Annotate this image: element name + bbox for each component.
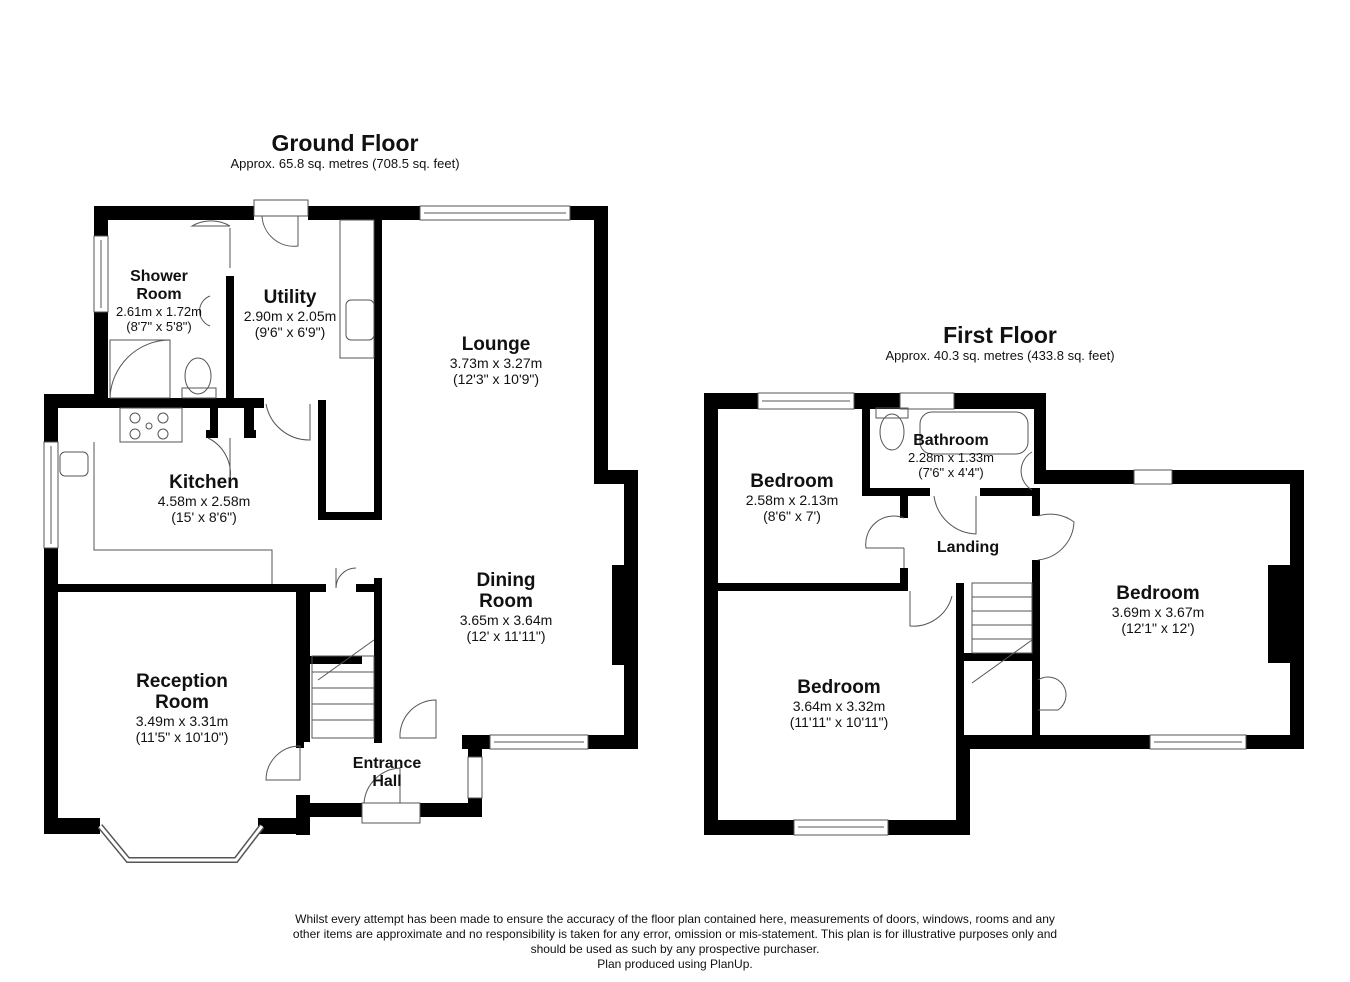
room-entrance-hall: Entrance Hall [353,755,421,791]
room-name: Lounge [461,334,531,355]
room-name: Landing [936,539,1000,556]
ground-floor-walls [44,206,638,835]
ground-floor-heading: Ground Floor Approx. 65.8 sq. metres (70… [200,130,490,172]
room-name: Kitchen [169,472,239,493]
room-reception-room: Reception Room 3.49m x 3.31m (11'5" x 10… [136,671,229,745]
room-dimensions-imperial: (15' x 8'6") [171,509,237,525]
room-lounge: Lounge 3.73m x 3.27m (12'3" x 10'9") [450,334,543,387]
room-dimensions-metric: 2.28m x 1.33m [908,450,994,465]
first-floor-heading: First Floor Approx. 40.3 sq. metres (433… [855,322,1145,364]
disclaimer-line: Whilst every attempt has been made to en… [295,912,1055,926]
disclaimer-line: should be used as such by any prospectiv… [530,942,820,956]
first-floor-area: Approx. 40.3 sq. metres (433.8 sq. feet) [885,348,1115,363]
room-name: Bedroom [750,471,834,492]
room-dimensions-metric: 3.49m x 3.31m [135,713,229,729]
room-landing: Landing [937,539,999,557]
first-floor-fixtures [875,407,1033,684]
room-utility: Utility 2.90m x 2.05m (9'6" x 6'9") [244,287,337,340]
room-name: Shower [130,268,188,285]
room-name: Bedroom [797,677,881,698]
room-name: Room [136,286,182,303]
room-name: Dining [476,570,536,591]
room-dimensions-metric: 2.58m x 2.13m [745,492,839,508]
room-dimensions-metric: 3.65m x 3.64m [459,612,553,628]
room-dimensions-imperial: (8'6" x 7') [763,508,821,524]
ground-floor-area: Approx. 65.8 sq. metres (708.5 sq. feet) [230,156,460,171]
room-dimensions-imperial: (9'6" x 6'9") [254,324,326,340]
disclaimer: Whilst every attempt has been made to en… [230,912,1120,972]
first-floor-title: First Floor [943,322,1057,348]
room-dimensions-metric: 2.90m x 2.05m [243,308,337,324]
room-bedroom-front: Bedroom 3.64m x 3.32m (11'11" x 10'11") [790,677,889,730]
room-dimensions-metric: 4.58m x 2.58m [157,493,251,509]
room-name: Room [479,591,533,612]
disclaimer-credit: Plan produced using PlanUp. [597,957,753,971]
room-dimensions-imperial: (7'6" x 4'4") [918,465,984,480]
room-name: Bathroom [913,432,989,449]
room-dimensions-metric: 3.69m x 3.67m [1111,604,1205,620]
ground-floor-doors [190,215,437,804]
room-shower-room: Shower Room 2.61m x 1.72m (8'7" x 5'8") [116,268,202,334]
room-bedroom-large: Bedroom 3.69m x 3.67m (12'1" x 12') [1112,583,1205,636]
room-dimensions-metric: 2.61m x 1.72m [116,304,202,319]
ground-floor-windows [43,199,589,863]
first-floor-walls [704,393,1304,835]
room-name: Room [155,692,209,713]
first-floor-doors [865,495,1075,711]
room-bathroom: Bathroom 2.28m x 1.33m (7'6" x 4'4") [908,432,994,480]
room-name: Utility [263,287,317,308]
first-floor-windows [757,392,1247,836]
room-name: Entrance [352,755,422,772]
room-dimensions-imperial: (11'5" x 10'10") [135,729,229,745]
room-dimensions-imperial: (8'7" x 5'8") [126,319,192,334]
room-dimensions-imperial: (12' x 11'11") [466,628,546,644]
room-kitchen: Kitchen 4.58m x 2.58m (15' x 8'6") [158,472,251,525]
room-dining-room: Dining Room 3.65m x 3.64m (12' x 11'11") [460,570,553,644]
room-name: Bedroom [1116,583,1200,604]
ground-floor-fixtures [59,219,375,739]
room-dimensions-imperial: (12'3" x 10'9") [452,371,540,387]
room-name: Hall [372,773,402,790]
room-name: Reception [136,671,228,692]
room-dimensions-metric: 3.64m x 3.32m [792,698,886,714]
disclaimer-line: other items are approximate and no respo… [292,927,1058,941]
ground-floor-title: Ground Floor [271,130,419,156]
room-bedroom-small: Bedroom 2.58m x 2.13m (8'6" x 7') [746,471,839,524]
room-dimensions-metric: 3.73m x 3.27m [449,355,543,371]
room-dimensions-imperial: (11'11" x 10'11") [789,714,889,730]
room-dimensions-imperial: (12'1" x 12') [1121,620,1195,636]
